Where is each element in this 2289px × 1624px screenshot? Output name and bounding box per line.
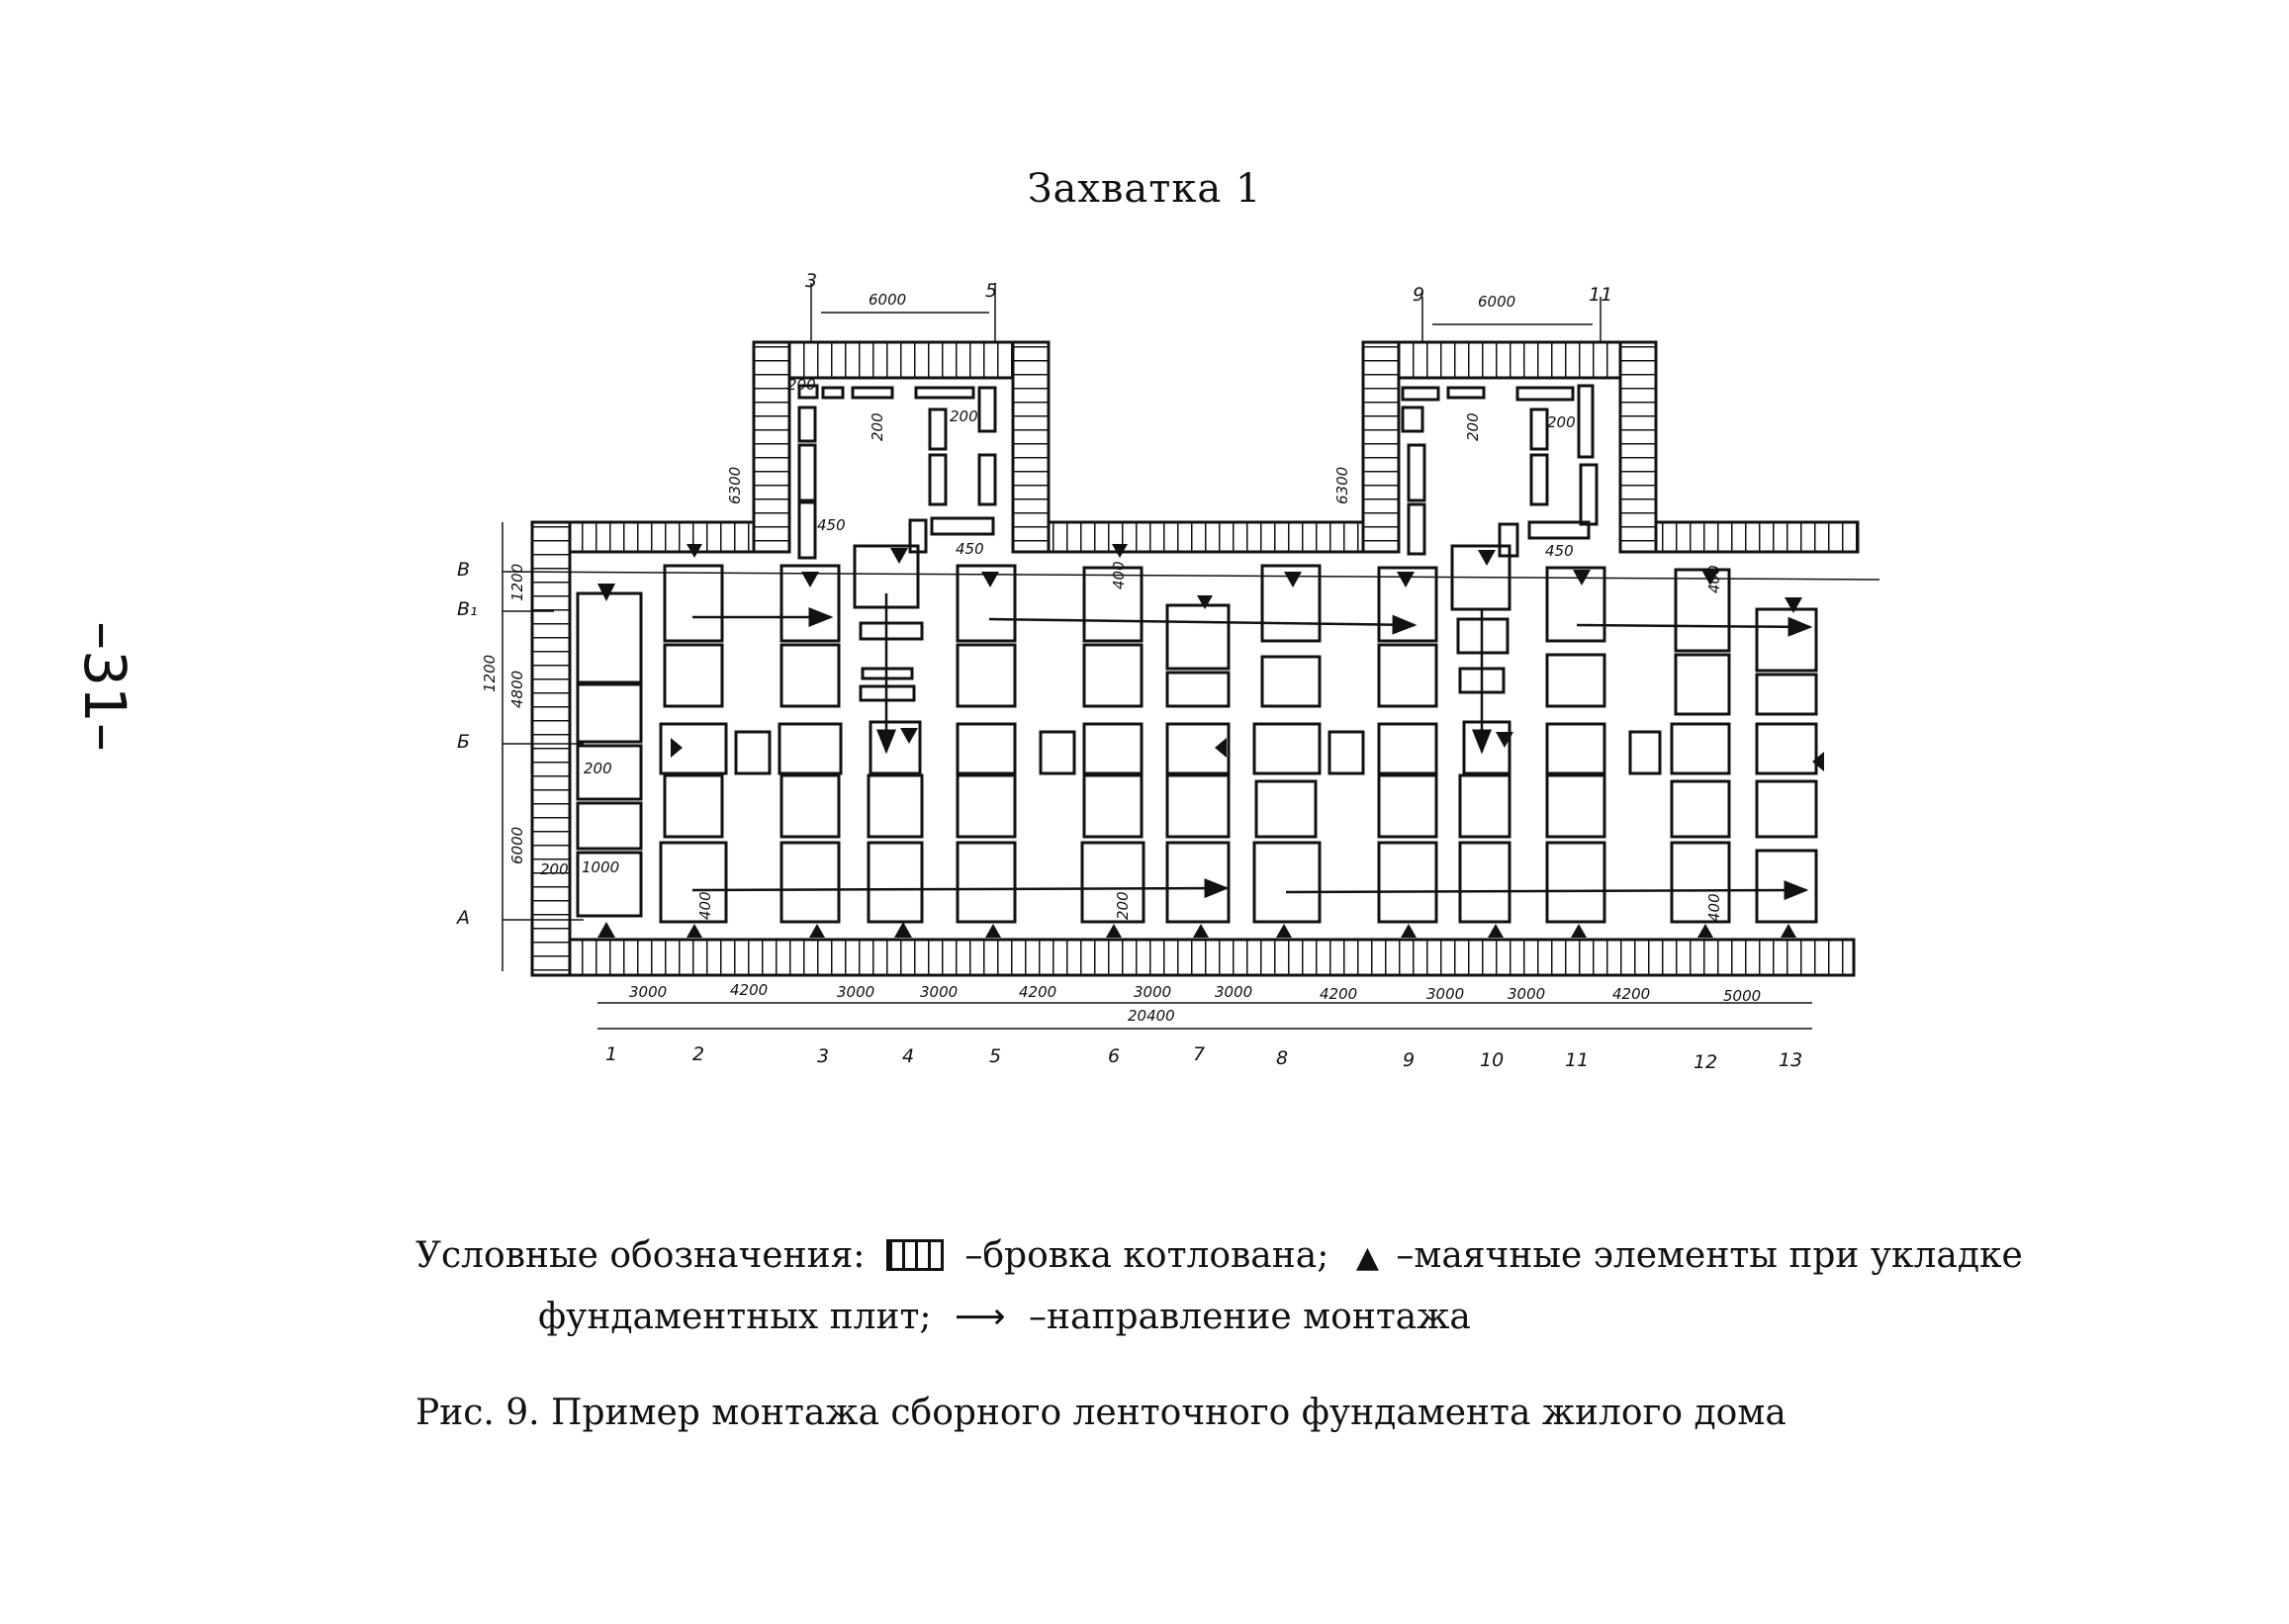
span-12: 5000 — [1723, 987, 1761, 1005]
axis-col-11: 11 — [1565, 1049, 1589, 1071]
top-axis-11: 11 — [1589, 284, 1612, 306]
total-span: 20400 — [1128, 1007, 1175, 1025]
inner-dim-200: 200 — [584, 760, 612, 777]
bottom-span-dims: 3000 4200 3000 3000 4200 3000 3000 4200 … — [629, 981, 1761, 1025]
wing2-label-d: 450 — [1545, 542, 1574, 560]
axis-col-1: 1 — [605, 1043, 617, 1065]
axis-col-7: 7 — [1193, 1043, 1205, 1065]
excavation-edge-icon — [885, 1239, 944, 1271]
wing1-label-b: 200 — [869, 412, 886, 441]
top-axis-9: 9 — [1413, 284, 1424, 306]
axis-lines — [502, 283, 1880, 1030]
inner-dim-400: 400 — [696, 891, 714, 920]
inner-dim-400c: 400 — [1705, 565, 1723, 593]
axis-row-a: А — [455, 907, 470, 929]
axis-col-5: 5 — [989, 1045, 1001, 1067]
span-9: 3000 — [1426, 985, 1464, 1003]
span-3: 3000 — [837, 983, 874, 1001]
span-8: 4200 — [1320, 985, 1357, 1003]
top-axis-3: 3 — [805, 270, 817, 292]
inner-dim-200b: 200 — [540, 860, 569, 878]
left-dim-4: 6000 — [508, 827, 526, 864]
page-title: Захватка 1 — [1027, 166, 1262, 212]
axis-col-12: 12 — [1694, 1051, 1717, 1073]
axis-col-10: 10 — [1480, 1049, 1504, 1071]
top-axis-5: 5 — [985, 280, 997, 302]
beacon-triangle-icon: ▲ — [1355, 1240, 1379, 1275]
legend-item-slabs: фундаментных плит; — [538, 1297, 932, 1337]
span-10: 3000 — [1508, 985, 1545, 1003]
legend: Условные обозначения: –бровка котлована;… — [415, 1226, 2023, 1347]
wing1-label-c: 200 — [950, 407, 978, 425]
wing1-label-e: 450 — [956, 540, 984, 558]
axis-row-b: Б — [457, 731, 470, 753]
legend-item-direction: –направление монтажа — [1029, 1297, 1471, 1337]
legend-intro: Условные обозначения: — [415, 1235, 866, 1276]
wing2-height-dim: 6300 — [1333, 467, 1351, 504]
foundation-blocks — [576, 384, 1818, 924]
span-11: 4200 — [1612, 985, 1650, 1003]
excavation-edge — [530, 340, 1860, 977]
span-7: 3000 — [1215, 983, 1252, 1001]
axis-row-v: В — [457, 559, 470, 581]
wing1-width-dim: 6000 — [869, 291, 906, 309]
legend-item-excavation: –бровка котлована; — [964, 1235, 1329, 1276]
axis-col-4: 4 — [902, 1045, 914, 1067]
legend-row-2: фундаментных плит; ⟶ –направление монтаж… — [415, 1288, 2023, 1347]
axis-col-2: 2 — [692, 1043, 704, 1065]
beacon-markers — [597, 544, 1824, 938]
axis-row-v1: В₁ — [457, 598, 478, 620]
direction-arrow-icon: ⟶ — [954, 1297, 1006, 1337]
wing1-label-d: 450 — [817, 516, 846, 534]
bottom-axis-labels: 1 2 3 4 5 6 7 8 9 10 11 12 13 — [605, 1043, 1802, 1073]
assembly-direction-arrows — [691, 593, 1813, 901]
inner-dim-400b: 400 — [1110, 561, 1128, 589]
axis-col-8: 8 — [1276, 1047, 1288, 1069]
wing2-width-dim: 6000 — [1478, 293, 1515, 311]
span-5: 4200 — [1019, 983, 1056, 1001]
span-2: 4200 — [730, 981, 768, 999]
axis-col-3: 3 — [817, 1045, 829, 1067]
inner-dim-1000: 1000 — [582, 858, 619, 876]
left-dim-1: 1200 — [508, 564, 526, 601]
inner-dim-200c: 200 — [1114, 891, 1132, 920]
axis-col-9: 9 — [1403, 1049, 1415, 1071]
span-1: 3000 — [629, 983, 667, 1001]
span-6: 3000 — [1134, 983, 1171, 1001]
legend-row-1: Условные обозначения: –бровка котлована;… — [415, 1226, 2023, 1288]
left-dim-2: 1200 — [481, 655, 499, 692]
wing2-label-b: 200 — [1464, 412, 1482, 441]
inner-dim-400d: 400 — [1705, 893, 1723, 922]
wing1-label-a: 200 — [787, 376, 816, 394]
span-4: 3000 — [920, 983, 958, 1001]
left-dim-3: 4800 — [508, 671, 526, 708]
figure-caption: Рис. 9. Пример монтажа сборного ленточно… — [415, 1393, 1786, 1433]
wing1-height-dim: 6300 — [726, 467, 744, 504]
wing2-label-c: 200 — [1547, 413, 1576, 431]
axis-col-6: 6 — [1108, 1045, 1120, 1067]
axis-col-13: 13 — [1779, 1049, 1802, 1071]
legend-item-beacon: –маячные элементы при укладке — [1396, 1235, 2023, 1276]
